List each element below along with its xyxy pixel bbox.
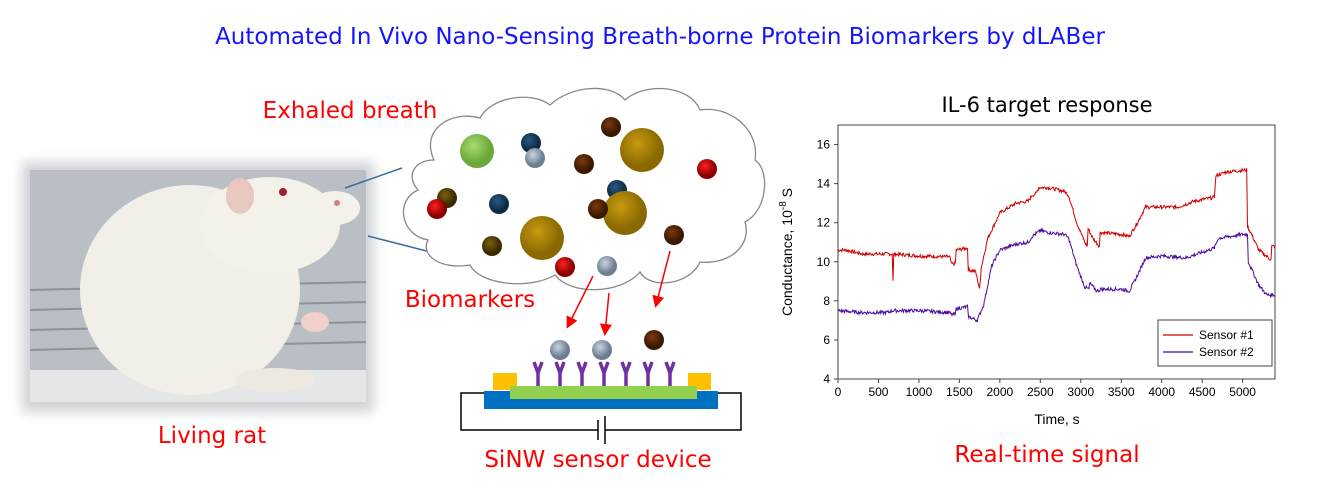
x-tick-label: 3000 [1067,385,1094,399]
y-axis-label: Conductance, 10-8 S [778,188,795,316]
device-label: SiNW sensor device [484,447,711,473]
protein-particle [601,117,621,137]
x-tick-label: 0 [835,385,842,399]
electrode [688,373,711,390]
y-tick-label: 12 [817,216,831,230]
protein-particle [620,128,664,172]
arrow [652,250,671,308]
arrow [599,292,612,336]
captured-protein [550,340,570,360]
y-tick-label: 16 [817,138,831,152]
series-line-sensor-2 [837,227,1276,323]
protein-particle [520,216,564,260]
legend-label-sensor-2: Sensor #2 [1199,345,1254,359]
legend-label-sensor-1: Sensor #1 [1199,328,1254,342]
rat-photo [22,162,374,412]
protein-particle [525,148,545,168]
arrow [566,275,594,329]
captured-protein [592,340,612,360]
protein-particle [482,236,502,256]
protein-particle [489,194,509,214]
protein-particle [460,134,494,168]
protein-particle [521,133,541,153]
x-tick-label: 500 [868,385,888,399]
living-rat-label: Living rat [158,423,266,449]
x-tick-label: 2500 [1027,385,1054,399]
electrode [493,373,517,390]
arrows [566,250,671,336]
figure-title: Automated In Vivo Nano-Sensing Breath-bo… [215,24,1105,50]
y-tick-label: 6 [823,333,830,347]
exhaled-breath-label: Exhaled breath [263,98,438,124]
connector-line [344,167,403,189]
nanowire [510,386,697,399]
y-tick-label: 10 [817,255,831,269]
protein-particle [574,154,594,174]
protein-particle [597,256,617,276]
free-protein [644,330,664,350]
protein-particle [697,159,717,179]
chart-title: IL-6 target response [941,93,1152,117]
x-axis-label: Time, s [1034,411,1079,427]
x-tick-label: 5000 [1229,385,1256,399]
sinw-sensor-device [460,330,742,444]
x-tick-label: 3500 [1108,385,1135,399]
real-time-signal-label: Real-time signal [954,442,1139,468]
protein-particle [427,199,447,219]
y-tick-label: 4 [823,372,830,386]
protein-particle [603,191,647,235]
y-tick-label: 8 [823,294,830,308]
y-tick-label: 14 [817,177,831,191]
x-tick-label: 2000 [987,385,1014,399]
x-tick-label: 4500 [1189,385,1216,399]
circuit-wire [460,392,742,431]
conductance-chart: IL-6 target response 0 500 1000 1500 2000 250… [778,93,1276,427]
biomarkers-label: Biomarkers [405,287,535,313]
x-tick-label: 1000 [906,385,933,399]
biomarker-particles [427,117,717,277]
protein-particle [555,257,575,277]
legend: Sensor #1 Sensor #2 [1157,319,1273,367]
antibodies [532,361,676,386]
series-line-sensor-1 [837,167,1276,290]
x-tick-label: 4000 [1148,385,1175,399]
protein-particle [588,199,608,219]
breath-cloud [402,87,766,291]
x-tick-label: 1500 [946,385,973,399]
protein-particle [664,225,684,245]
